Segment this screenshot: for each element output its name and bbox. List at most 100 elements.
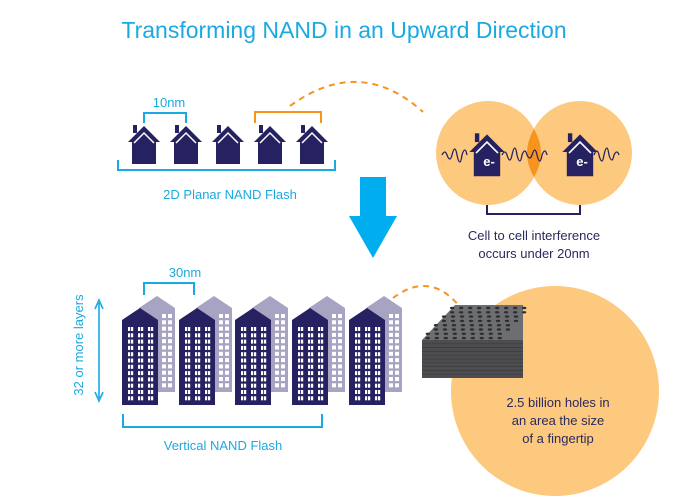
hole (479, 332, 485, 335)
planar-label: 2D Planar NAND Flash (163, 187, 297, 202)
electron-label: e- (483, 154, 495, 169)
hole (485, 311, 491, 314)
vertical-spacing-bracket (143, 282, 195, 295)
holes-text-line2: an area the size (512, 413, 605, 428)
hole (504, 319, 510, 323)
hole (469, 328, 475, 331)
hole (433, 328, 439, 331)
down-arrow-icon (349, 177, 397, 258)
hole (476, 311, 482, 314)
house-icon (127, 124, 161, 165)
hole (452, 332, 458, 335)
hole (458, 306, 464, 310)
hole (486, 315, 492, 318)
hole (478, 328, 484, 331)
hole (505, 328, 511, 331)
dashed-connector-top (289, 80, 424, 113)
hole (496, 324, 502, 327)
hole (488, 336, 493, 340)
holes-text-line3: of a fingertip (522, 431, 594, 446)
hole (434, 332, 440, 335)
hole (477, 319, 483, 323)
hole (469, 324, 475, 327)
page-title: Transforming NAND in an Upward Direction (121, 17, 566, 43)
hole (442, 324, 448, 327)
vertical-bracket (122, 414, 323, 428)
hole (460, 324, 466, 327)
hole (486, 319, 492, 323)
hole (495, 315, 501, 318)
hole (495, 319, 501, 323)
chip-stack-illustration (422, 305, 527, 378)
hole (497, 332, 503, 335)
planar-bracket (117, 160, 336, 171)
hole (494, 311, 500, 314)
hole (470, 332, 476, 335)
hole (441, 319, 447, 323)
hole (505, 324, 511, 327)
hole (443, 336, 448, 340)
wave-icon (441, 147, 620, 163)
hole (443, 332, 449, 335)
hole (452, 336, 457, 340)
house-icon (169, 124, 203, 165)
hole (425, 332, 431, 335)
hole (468, 315, 474, 318)
hole (487, 324, 493, 327)
hole (467, 311, 473, 314)
layers-arrow-icon (94, 298, 104, 403)
hole (479, 336, 484, 340)
hole (487, 328, 493, 331)
hole (470, 336, 475, 340)
interference-text-line2: occurs under 20nm (478, 246, 589, 261)
hole (512, 306, 518, 310)
hole (450, 315, 456, 318)
dashed-connector-bottom (392, 285, 461, 308)
hole (458, 311, 464, 314)
hole (485, 306, 491, 310)
tower-front (292, 308, 328, 405)
holes-text-line1: 2.5 billion holes in (506, 395, 609, 410)
hole (521, 306, 527, 310)
hole (451, 328, 457, 331)
interference-distance-bracket (486, 205, 581, 215)
hole (434, 336, 439, 340)
hole (433, 324, 439, 327)
hole (467, 306, 473, 310)
hole (461, 332, 467, 335)
hole (497, 336, 502, 340)
hole (513, 315, 519, 318)
interference-illustration (436, 101, 632, 205)
tower-front (179, 308, 215, 405)
house-icon (253, 124, 287, 165)
hole (513, 319, 519, 323)
vertical-towers (122, 296, 402, 405)
hole (451, 324, 457, 327)
interference-text-line1: Cell to cell interference (468, 228, 600, 243)
hole (425, 336, 430, 340)
planar-spacing-bracket (143, 112, 187, 123)
hole (488, 332, 494, 335)
hole (512, 311, 518, 314)
tower-front (235, 308, 271, 405)
house-icon (295, 124, 329, 165)
hole (476, 306, 482, 310)
hole (503, 311, 509, 314)
planar-spacing-label: 10nm (153, 95, 186, 110)
hole (459, 319, 465, 323)
hole (441, 315, 447, 318)
vertical-label: Vertical NAND Flash (164, 438, 282, 453)
hole (496, 328, 502, 331)
hole (477, 315, 483, 318)
tower-front (349, 308, 385, 405)
hole (450, 319, 456, 323)
hole (461, 336, 466, 340)
interference-bracket (254, 111, 322, 123)
vertical-spacing-label: 30nm (169, 265, 202, 280)
hole (449, 311, 455, 314)
planar-cells (127, 124, 329, 165)
tower-front (122, 308, 158, 405)
electron-label: e- (576, 154, 588, 169)
layers-label: 32 or more layers (71, 294, 86, 396)
